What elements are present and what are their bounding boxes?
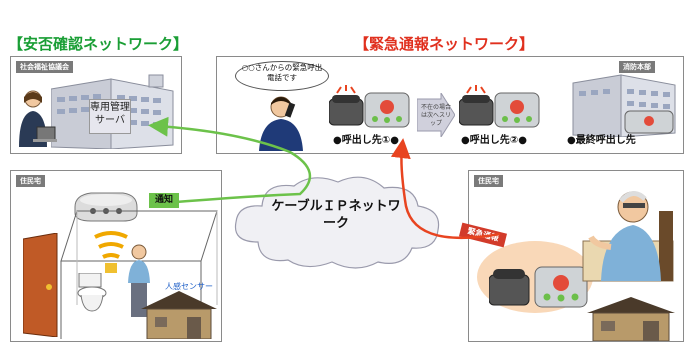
resident-right-tag: 住民宅 — [474, 175, 503, 187]
title-emergency-network: 【緊急通報ネットワーク】 — [354, 35, 535, 53]
fire-hq-building-icon — [572, 74, 676, 137]
resident-home-right-panel: 住民宅 — [468, 170, 684, 342]
notify-arrow: 通知 — [149, 193, 179, 208]
elderly-in-bed-icon — [582, 191, 674, 282]
house-right-icon — [587, 297, 675, 341]
speech-bubble: ○○さんからの緊急呼出電話です — [235, 61, 329, 91]
caller-man-icon — [259, 96, 303, 151]
call-destination-final: ●最終呼出し先 — [567, 135, 636, 146]
cloud-label: ケーブルＩＰネットワーク — [271, 199, 401, 231]
sensor-label: 人感センサー — [165, 282, 213, 291]
red-emergency-path — [390, 138, 501, 240]
house-left-icon — [141, 291, 217, 339]
door-icon — [23, 233, 58, 337]
resident-left-tag: 住民宅 — [16, 175, 45, 187]
green-notify-path — [148, 116, 312, 204]
transfer-arrow — [417, 93, 455, 137]
operator-icon — [19, 90, 57, 147]
sensor-device-icon — [74, 192, 138, 222]
council-tag: 社会福祉協議会 — [16, 61, 73, 73]
call-destination-1: ●呼出し先①● — [333, 135, 399, 146]
phone-unit-1-icon — [329, 85, 410, 128]
absence-note: 不在の場合は次へスリップ — [420, 104, 451, 127]
phone-unit-2-icon — [459, 85, 540, 128]
sensor-wave-icon — [94, 231, 128, 273]
emergency-phone-unit-icon — [489, 266, 588, 308]
server-label: 専用管理サーバ — [89, 99, 131, 134]
resident-home-left-panel: 住民宅 通知 人感センサー — [10, 170, 222, 342]
toilet-icon — [77, 273, 107, 312]
call-destination-2: ●呼出し先②● — [461, 135, 527, 146]
cable-ip-cloud-icon — [234, 176, 440, 269]
council-panel: 社会福祉協議会 専用管理サーバ — [10, 56, 182, 154]
title-safety-network: 【安否確認ネットワーク】 — [8, 35, 189, 53]
emergency-call-panel: 消防本部 ○○さんからの緊急呼出電話です ●呼出し先①● 不在の場合は次へスリッ… — [216, 56, 684, 154]
fire-hq-tag: 消防本部 — [619, 61, 655, 73]
